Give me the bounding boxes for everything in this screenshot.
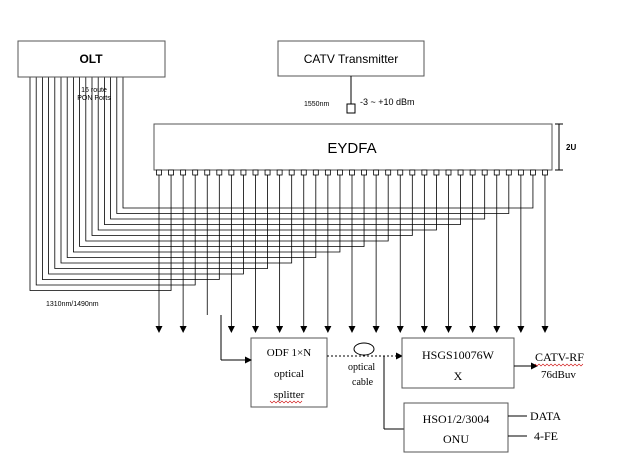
eydfa-port (530, 169, 536, 176)
optical-cable-label-line1: optical (348, 362, 375, 373)
fiber-lines (29, 77, 549, 333)
odf-label-line3: splitter (274, 389, 305, 401)
rack-height-label: 2U (566, 143, 576, 152)
eydfa-port (481, 169, 488, 176)
eydfa-label: EYDFA (327, 140, 376, 157)
eydfa-port (361, 169, 367, 176)
olt-fiber-line (54, 77, 268, 269)
olt-fiber-line (79, 77, 365, 247)
eydfa-port (542, 169, 548, 176)
eydfa-input-connector (346, 103, 356, 114)
catv-rf-label-line2: 76dBuv (541, 369, 576, 381)
eydfa-port (445, 169, 452, 176)
olt-fiber-line (104, 77, 461, 225)
eydfa-port (385, 169, 392, 176)
eydfa-port (276, 169, 283, 176)
eydfa-port (156, 169, 162, 176)
olt-fiber-line (48, 77, 244, 275)
eydfa-port (228, 169, 235, 176)
eydfa-port (433, 169, 440, 176)
input-wavelength-label: 1550nm (304, 101, 329, 108)
fe-port-label: 4-FE (534, 429, 558, 443)
catv-rf-spellcheck-underline (534, 363, 584, 367)
eydfa-port (168, 169, 174, 176)
eydfa-port (457, 169, 464, 176)
catv-rf-label-line1: CATV-RF (535, 350, 584, 364)
olt-label: OLT (79, 52, 103, 66)
receiver-label-line2: X (454, 369, 463, 383)
eydfa-port (505, 169, 512, 176)
olt-fiber-line (97, 77, 437, 231)
catv-transmitter-label: CATV Transmitter (304, 52, 398, 66)
eydfa-port (288, 169, 295, 176)
input-power-label: -3 ~ +10 dBm (360, 97, 415, 107)
pon-ports-label-line2: PON Ports (77, 95, 111, 102)
eydfa-port (204, 169, 211, 176)
receiver-label-line1: HSGS10076W (422, 348, 495, 362)
olt-box (17, 40, 166, 78)
pon-ports-label-line1: 16 route (81, 87, 107, 94)
eydfa-port (324, 169, 331, 176)
catv-transmitter-box (277, 40, 425, 77)
eydfa-box (153, 123, 553, 171)
eydfa-port (397, 169, 404, 176)
eydfa-port (312, 169, 319, 176)
eydfa-port (517, 169, 524, 176)
olt-fiber-line (66, 77, 317, 258)
receiver-box (401, 337, 515, 389)
odf-splitter-box (250, 337, 328, 408)
olt-fiber-line (110, 77, 486, 220)
onu-box (403, 402, 509, 453)
olt-fiber-line (29, 77, 172, 291)
eydfa-port (180, 169, 187, 176)
eydfa-port (409, 169, 416, 176)
eydfa-port (192, 169, 199, 176)
eydfa-port (493, 169, 500, 176)
upstream-wavelength-label: 1310nm/1490nm (46, 301, 99, 308)
eydfa-output-ports (156, 169, 548, 176)
eydfa-port (216, 169, 223, 176)
odf-spellcheck-underline (269, 400, 303, 404)
eydfa-port (264, 169, 271, 176)
eydfa-port (300, 169, 307, 176)
eydfa-port (252, 169, 259, 176)
odf-label-line2: optical (274, 368, 304, 380)
olt-fiber-line (116, 77, 510, 214)
eydfa-port (373, 169, 380, 176)
eydfa-port (469, 169, 476, 176)
odf-label-line1: ODF 1×N (267, 347, 311, 359)
olt-fiber-line (91, 77, 413, 236)
eydfa-port (349, 169, 355, 176)
onu-label-line1: HSO1/2/3004 (423, 412, 490, 426)
onu-label-line2: ONU (443, 432, 469, 446)
eydfa-port (337, 169, 343, 176)
eydfa-port (421, 169, 428, 176)
olt-fiber-line (42, 77, 220, 280)
data-port-label: DATA (530, 409, 561, 423)
optical-cable-label-line2: cable (352, 377, 374, 388)
eydfa-port (240, 169, 247, 176)
optical-cable-bundle (353, 342, 375, 356)
